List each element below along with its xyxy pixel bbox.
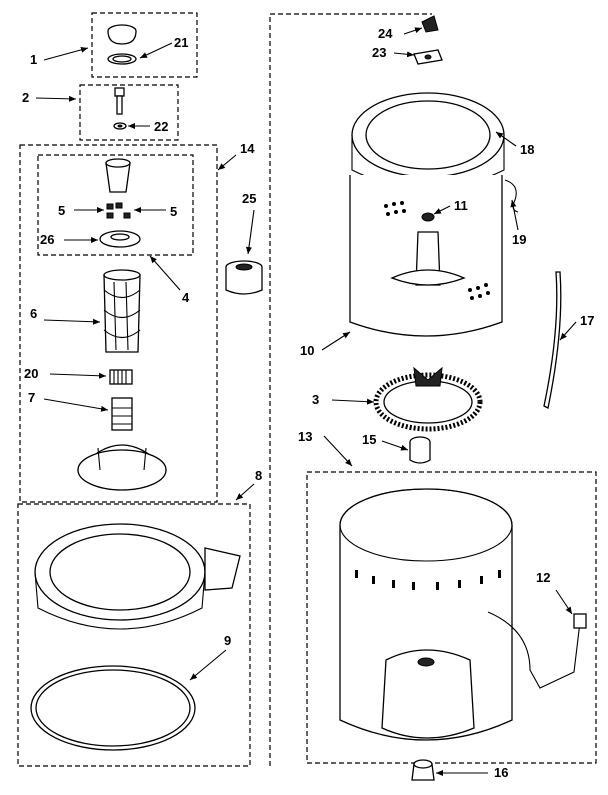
group-box-2 <box>79 84 179 141</box>
callout-19: 19 <box>512 232 526 247</box>
inner-basket <box>349 92 505 337</box>
drain-tube-end <box>573 613 587 629</box>
callout-23: 23 <box>372 45 386 60</box>
callout-16: 16 <box>494 765 508 780</box>
hose-part <box>543 271 562 409</box>
drain-tube <box>487 611 581 689</box>
agitator-cap <box>107 24 137 65</box>
callout-11: 11 <box>454 198 468 213</box>
callout-9: 9 <box>224 633 231 648</box>
tub-gasket <box>30 665 196 751</box>
callout-1: 1 <box>30 52 37 67</box>
agitator-ring <box>109 369 133 385</box>
outer-tub-slots <box>355 570 501 590</box>
splash-ring <box>34 523 241 630</box>
callout-15: 15 <box>362 432 376 447</box>
agitator-base <box>77 397 167 491</box>
group-box-1 <box>91 12 198 78</box>
callout-6: 6 <box>30 306 37 321</box>
callout-20: 20 <box>24 366 38 381</box>
callout-21: 21 <box>174 35 188 50</box>
callout-8: 8 <box>255 468 262 483</box>
coupler-part <box>409 436 431 464</box>
drive-gear <box>373 366 483 432</box>
callout-22: 22 <box>154 119 168 134</box>
clip-part <box>504 179 519 213</box>
callout-4: 4 <box>182 290 190 305</box>
hub-part <box>225 260 263 295</box>
callout-2: 2 <box>22 90 29 105</box>
group-box-8 <box>17 503 251 767</box>
group-box-13 <box>306 471 597 764</box>
callout-5-left: 5 <box>58 203 65 218</box>
agitator-bolt <box>113 87 127 130</box>
callout-5-right: 5 <box>170 204 177 219</box>
basket-holes <box>384 201 490 300</box>
callout-25: 25 <box>242 191 256 206</box>
tub-nut <box>411 759 435 781</box>
group-box-14 <box>19 144 218 503</box>
callout-24: 24 <box>378 26 393 41</box>
connector-line <box>269 13 432 766</box>
callout-12: 12 <box>536 570 550 585</box>
leader-lines <box>35 27 577 776</box>
callout-26: 26 <box>40 232 54 247</box>
callout-14: 14 <box>240 141 255 156</box>
group-box-4 <box>37 154 194 256</box>
agitator-dogs <box>99 158 141 248</box>
nut-and-spacer <box>413 15 443 65</box>
callout-18: 18 <box>520 142 534 157</box>
callout-10: 10 <box>300 343 314 358</box>
callout-7: 7 <box>28 390 35 405</box>
callout-3: 3 <box>312 392 319 407</box>
callout-13: 13 <box>298 429 312 444</box>
callout-17: 17 <box>580 313 594 328</box>
outer-tub <box>339 488 513 741</box>
agitator-auger <box>103 269 141 353</box>
